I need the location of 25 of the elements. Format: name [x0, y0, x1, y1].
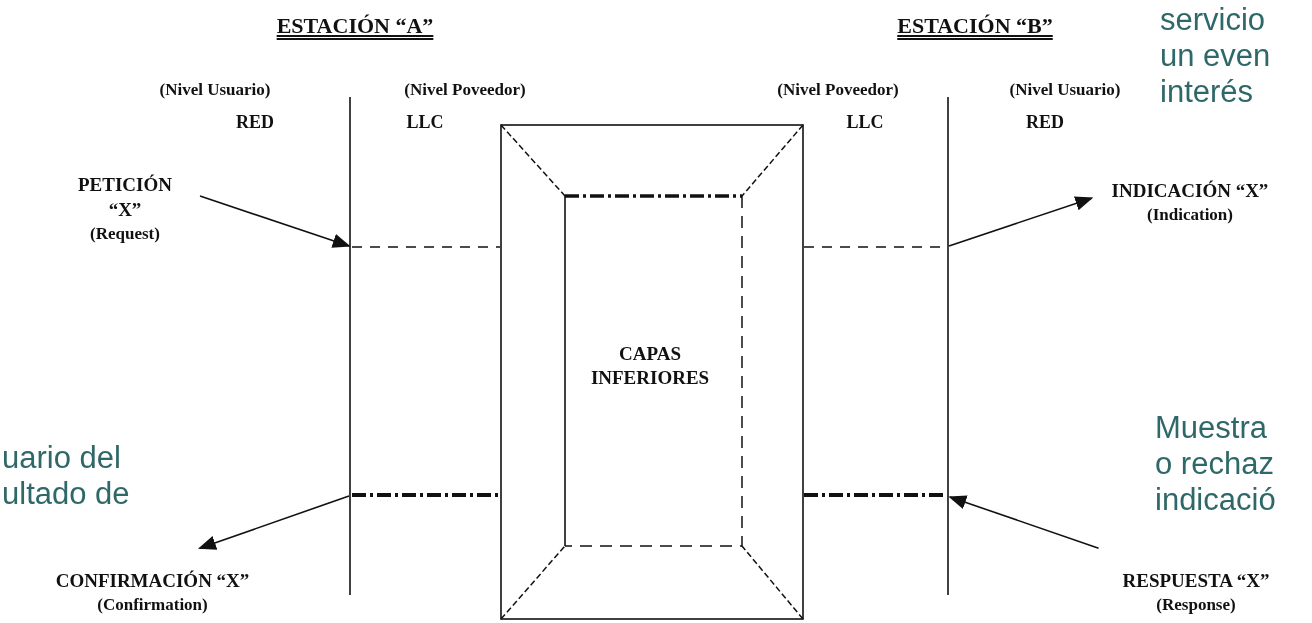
arrow — [948, 495, 1100, 550]
level-label: (Nivel Poveedor) — [776, 79, 900, 101]
arrow — [948, 196, 1094, 247]
level-label: (Nivel Poveedor) — [403, 79, 527, 101]
primitive-name: PETICIÓN “X” — [77, 173, 173, 222]
layer-label: LLC — [845, 111, 885, 134]
note-text: servicio un even interés — [1160, 2, 1272, 110]
layer-label: RED — [1025, 111, 1065, 134]
box-label: CAPAS INFERIORES — [589, 342, 711, 390]
station-title: ESTACIÓN “A” — [275, 12, 435, 40]
layer-label: RED — [235, 111, 275, 134]
primitive-type: (Request) — [89, 223, 161, 245]
primitive-name: RESPUESTA “X” — [1121, 569, 1271, 593]
note-text: Muestra o rechaz indicació — [1155, 410, 1277, 518]
primitive-type: (Response) — [1155, 594, 1237, 616]
station-title: ESTACIÓN “B” — [896, 12, 1054, 40]
arrow — [199, 195, 351, 248]
primitive-type: (Indication) — [1146, 204, 1234, 226]
primitive-name: INDICACIÓN “X” — [1110, 179, 1270, 203]
layer-label: LLC — [405, 111, 445, 134]
note-text: uario del ultado de — [2, 440, 131, 512]
primitive-name: CONFIRMACIÓN “X” — [54, 569, 251, 593]
primitive-type: (Confirmation) — [96, 594, 209, 616]
arrow — [198, 495, 350, 550]
level-label: (Nivel Usuario) — [158, 79, 272, 101]
